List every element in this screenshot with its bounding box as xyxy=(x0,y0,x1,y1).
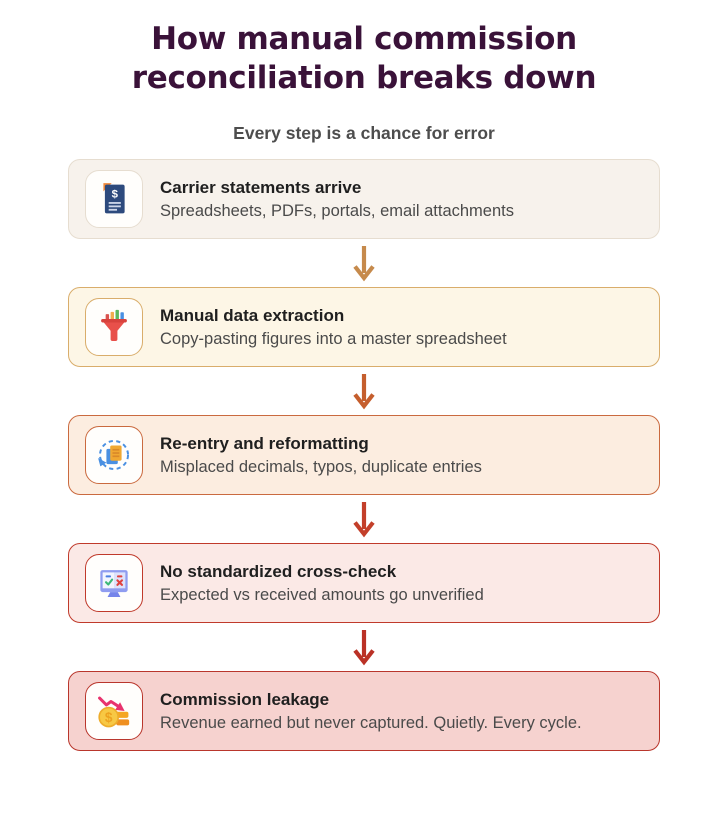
step-card-no-crosscheck: No standardized cross-check Expected vs … xyxy=(68,543,660,623)
svg-text:$: $ xyxy=(112,188,119,200)
step-icon-box xyxy=(85,426,143,484)
flow-diagram: $ Carrier statements arrive Spreadsheets… xyxy=(68,159,660,751)
down-arrow-icon xyxy=(353,502,375,538)
step-text: Re-entry and reformatting Misplaced deci… xyxy=(160,433,482,478)
funnel-chart-icon xyxy=(101,309,127,342)
step-title: Re-entry and reformatting xyxy=(160,433,369,453)
down-arrow-icon xyxy=(353,374,375,410)
step-icon-box xyxy=(85,554,143,612)
dollar-document-icon: $ xyxy=(103,183,125,214)
flow-arrow-2 xyxy=(68,367,660,415)
down-arrow-icon xyxy=(353,630,375,666)
flow-arrow-4 xyxy=(68,623,660,671)
step-title: Carrier statements arrive xyxy=(160,177,362,197)
coin-decline-icon: $ xyxy=(98,696,130,728)
step-description: Spreadsheets, PDFs, portals, email attac… xyxy=(160,201,514,220)
monitor-check-x-icon xyxy=(100,570,128,598)
step-icon-box xyxy=(85,298,143,356)
step-text: No standardized cross-check Expected vs … xyxy=(160,561,484,606)
infographic: How manual commission reconciliation bre… xyxy=(0,20,728,751)
step-description: Expected vs received amounts go unverifi… xyxy=(160,585,484,604)
step-title: Manual data extraction xyxy=(160,305,345,325)
step-icon-box: $ xyxy=(85,682,143,740)
flow-arrow-3 xyxy=(68,495,660,543)
step-text: Commission leakage Revenue earned but ne… xyxy=(160,689,582,734)
step-title: Commission leakage xyxy=(160,689,330,709)
step-card-commission-leakage: $ Commission leakage Revenue earned but … xyxy=(68,671,660,751)
step-card-manual-extraction: Manual data extraction Copy-pasting figu… xyxy=(68,287,660,367)
step-card-carrier-statements: $ Carrier statements arrive Spreadsheets… xyxy=(68,159,660,239)
step-description: Revenue earned but never captured. Quiet… xyxy=(160,713,582,732)
down-arrow-icon xyxy=(353,246,375,282)
step-text: Manual data extraction Copy-pasting figu… xyxy=(160,305,507,350)
step-text: Carrier statements arrive Spreadsheets, … xyxy=(160,177,514,222)
step-description: Copy-pasting figures into a master sprea… xyxy=(160,329,507,348)
document-sync-icon xyxy=(98,439,130,471)
flow-arrow-1 xyxy=(68,239,660,287)
svg-text:$: $ xyxy=(105,710,113,725)
page-title-line2: reconciliation breaks down xyxy=(131,60,597,96)
page-title-line1: How manual commission xyxy=(151,21,577,57)
step-icon-box: $ xyxy=(85,170,143,228)
page-subtitle: Every step is a chance for error xyxy=(233,123,495,143)
step-description: Misplaced decimals, typos, duplicate ent… xyxy=(160,457,482,476)
step-title: No standardized cross-check xyxy=(160,561,397,581)
page-title: How manual commission reconciliation bre… xyxy=(0,20,728,98)
step-card-reentry-reformatting: Re-entry and reformatting Misplaced deci… xyxy=(68,415,660,495)
